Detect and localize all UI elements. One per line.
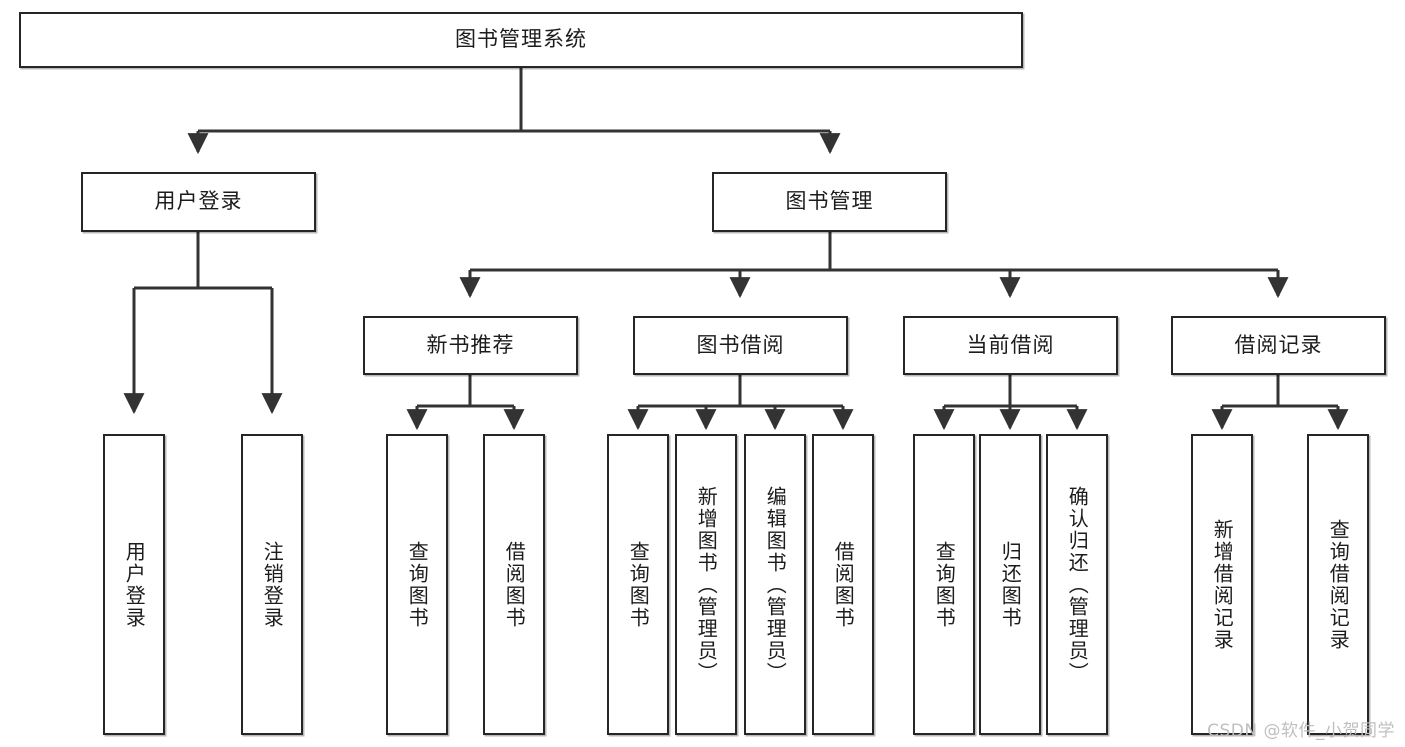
node-label: 借阅图书 [502, 540, 527, 629]
node-label: 归还图书 [998, 540, 1023, 629]
node-book-management[interactable]: 图书管理 [712, 172, 947, 232]
leaf-query-book-current[interactable]: 查询图书 [913, 434, 975, 735]
leaf-query-book-borrow[interactable]: 查询图书 [607, 434, 669, 735]
node-label: 注销登录 [260, 540, 285, 629]
node-new-book-recommend[interactable]: 新书推荐 [363, 316, 578, 375]
node-current-borrow[interactable]: 当前借阅 [903, 316, 1118, 375]
node-root-book-management-system[interactable]: 图书管理系统 [19, 12, 1023, 68]
leaf-confirm-return-admin[interactable]: 确认归还（管理员） [1046, 434, 1108, 735]
node-label: 新增借阅记录 [1210, 518, 1235, 651]
node-label: 查询图书 [932, 540, 957, 629]
leaf-borrow-book-recommend[interactable]: 借阅图书 [483, 434, 545, 735]
leaf-add-borrow-record[interactable]: 新增借阅记录 [1191, 434, 1253, 735]
leaf-user-login[interactable]: 用户登录 [103, 434, 165, 735]
leaf-edit-book-admin[interactable]: 编辑图书（管理员） [744, 434, 806, 735]
node-label: 借阅记录 [1234, 332, 1323, 357]
node-label: 编辑图书（管理员） [763, 485, 788, 684]
node-label: 图书管理 [785, 189, 874, 214]
csdn-watermark: CSDN @软件_小贺同学 [1207, 721, 1395, 741]
leaf-logout-login[interactable]: 注销登录 [241, 434, 303, 735]
node-label: 确认归还（管理员） [1065, 485, 1090, 684]
leaf-return-book[interactable]: 归还图书 [979, 434, 1041, 735]
leaf-query-borrow-record[interactable]: 查询借阅记录 [1307, 434, 1369, 735]
node-label: 查询图书 [405, 540, 430, 629]
node-user-login[interactable]: 用户登录 [81, 172, 316, 232]
leaf-borrow-book[interactable]: 借阅图书 [812, 434, 874, 735]
node-label: 新书推荐 [426, 332, 515, 357]
leaf-query-book-recommend[interactable]: 查询图书 [386, 434, 448, 735]
leaf-add-book-admin[interactable]: 新增图书（管理员） [675, 434, 737, 735]
node-label: 借阅图书 [831, 540, 856, 629]
node-label: 用户登录 [122, 540, 147, 629]
node-book-borrow[interactable]: 图书借阅 [633, 316, 848, 375]
node-label: 图书管理系统 [455, 27, 587, 52]
node-label: 新增图书（管理员） [694, 485, 719, 684]
node-label: 图书借阅 [696, 332, 785, 357]
node-borrow-record[interactable]: 借阅记录 [1171, 316, 1386, 375]
node-label: 查询借阅记录 [1326, 518, 1351, 651]
node-label: 查询图书 [626, 540, 651, 629]
node-label: 当前借阅 [966, 332, 1055, 357]
node-label: 用户登录 [154, 189, 243, 214]
